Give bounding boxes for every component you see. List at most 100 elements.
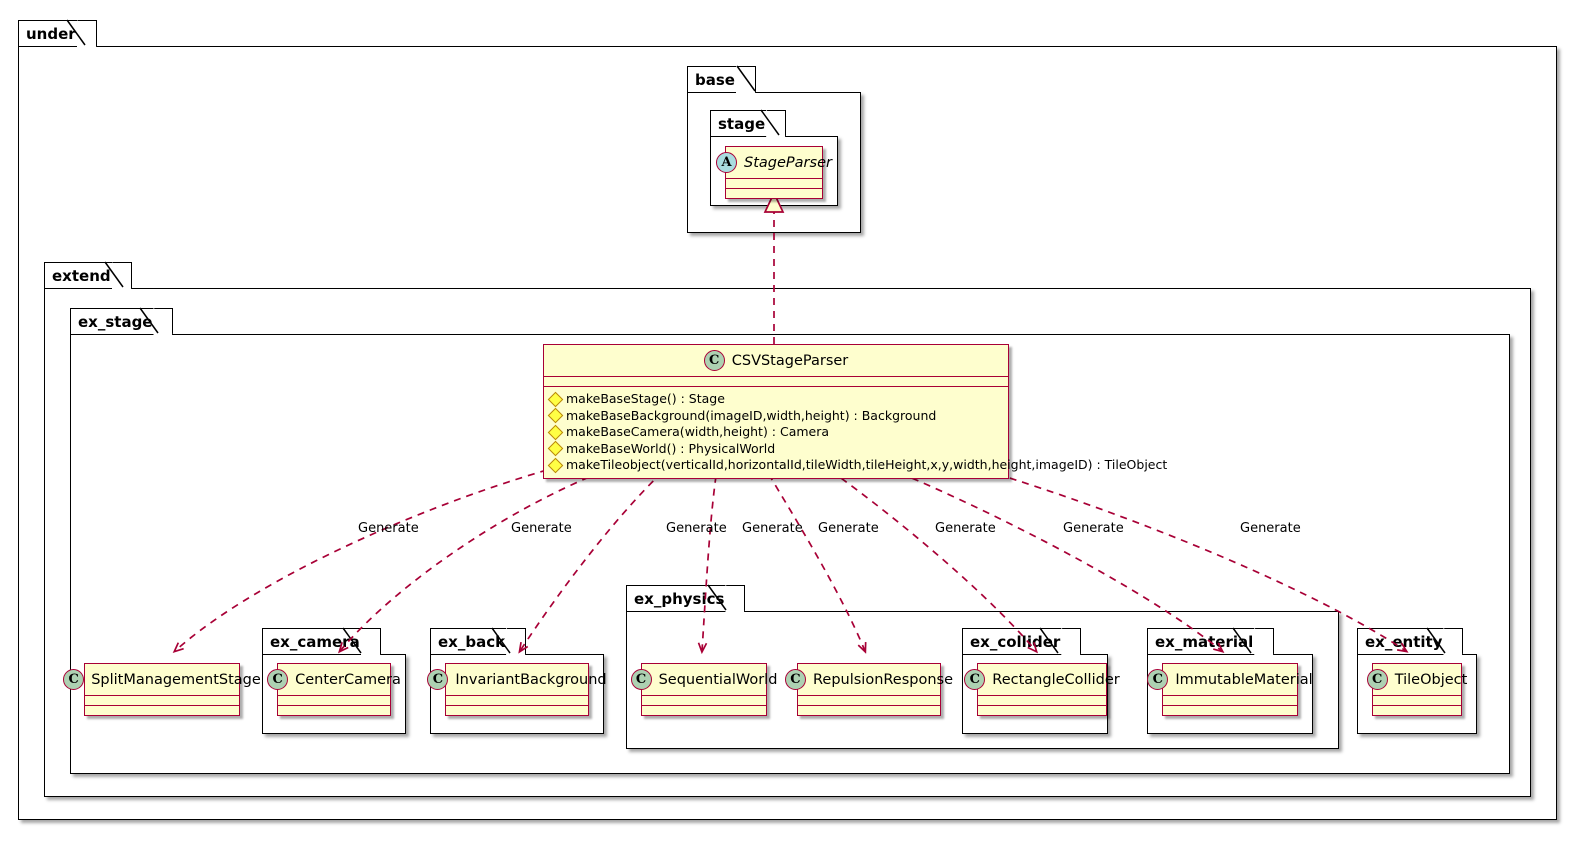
class-attributes-repulsion-response	[798, 696, 940, 706]
class-header-sequential-world: C SequentialWorld	[630, 664, 777, 696]
class-badge-icon: C	[630, 669, 652, 690]
class-badge-icon: C	[1366, 669, 1388, 690]
class-header-invariant-background: C InvariantBackground	[427, 664, 607, 696]
edge-label-generate: Generate	[1240, 521, 1301, 536]
package-tab-stage: stage	[710, 110, 787, 136]
method-signature: makeBaseStage() : Stage	[566, 391, 725, 406]
class-badge-icon: C	[427, 669, 449, 690]
package-tab-ex-entity: ex_entity	[1357, 628, 1464, 654]
package-label-ex-camera: ex_camera	[270, 632, 360, 651]
class-box-repulsion-response[interactable]: C RepulsionResponse	[784, 663, 953, 716]
class-badge-icon: C	[1147, 669, 1169, 690]
class-header-split-management-stage: C SplitManagementStage	[63, 664, 261, 696]
class-methods-immutable-material	[1163, 706, 1297, 715]
class-methods-csv-stage-parser: makeBaseStage() : Stage makeBaseBackgrou…	[544, 387, 1167, 478]
class-box-rectangle-collider[interactable]: C RectangleCollider	[964, 663, 1120, 716]
class-methods-repulsion-response	[798, 706, 940, 715]
package-tab-ex-collider: ex_collider	[962, 628, 1082, 654]
package-label-base: base	[695, 70, 735, 89]
class-header-repulsion-response: C RepulsionResponse	[784, 664, 953, 696]
class-box-center-camera[interactable]: C CenterCamera	[267, 663, 401, 716]
method-row: makeBaseWorld() : PhysicalWorld	[544, 441, 1008, 458]
class-attributes-immutable-material	[1163, 696, 1297, 706]
class-badge-icon: C	[267, 669, 289, 690]
edge-label-generate: Generate	[1063, 521, 1124, 536]
class-methods-rectangle-collider	[978, 706, 1106, 715]
protected-visibility-icon	[547, 407, 564, 424]
method-signature: makeBaseCamera(width,height) : Camera	[566, 424, 830, 439]
package-tab-ex-stage: ex_stage	[70, 308, 174, 334]
abstract-class-badge-icon: A	[716, 152, 738, 173]
class-name-center-camera: CenterCamera	[295, 671, 401, 688]
method-row: makeBaseStage() : Stage	[544, 391, 1008, 408]
package-tab-extend: extend	[44, 262, 132, 288]
protected-visibility-icon	[547, 424, 564, 441]
class-name-sequential-world: SequentialWorld	[658, 671, 778, 688]
class-name-stage-parser: StageParser	[744, 154, 832, 171]
class-name-tile-object: TileObject	[1394, 671, 1468, 688]
class-box-sequential-world[interactable]: C SequentialWorld	[630, 663, 777, 716]
package-tab-ex-material: ex_material	[1147, 628, 1275, 654]
package-label-ex-back: ex_back	[438, 632, 506, 651]
class-name-invariant-background: InvariantBackground	[455, 671, 607, 688]
package-label-under: under	[26, 24, 76, 43]
class-header-csv-stage-parser: C CSVStageParser	[544, 345, 1008, 377]
package-label-ex-physics: ex_physics	[634, 589, 725, 608]
method-signature: makeBaseBackground(imageID,width,height)…	[566, 407, 937, 423]
class-methods-split-management-stage	[85, 706, 239, 715]
class-box-invariant-background[interactable]: C InvariantBackground	[427, 663, 607, 716]
package-label-ex-stage: ex_stage	[78, 312, 153, 331]
class-header-immutable-material: C ImmutableMaterial	[1147, 664, 1313, 696]
class-methods-center-camera	[278, 706, 390, 715]
class-box-csv-stage-parser[interactable]: C CSVStageParser makeBaseStage() : Stage…	[543, 344, 1167, 479]
class-attributes-csv-stage-parser	[544, 377, 1008, 387]
protected-visibility-icon	[547, 391, 564, 408]
package-label-stage: stage	[718, 114, 766, 133]
class-attributes-split-management-stage	[85, 696, 239, 706]
class-name-immutable-material: ImmutableMaterial	[1175, 671, 1313, 688]
class-badge-icon: C	[964, 669, 986, 690]
package-label-ex-entity: ex_entity	[1365, 632, 1443, 651]
class-name-csv-stage-parser: CSVStageParser	[731, 352, 849, 369]
class-header-rectangle-collider: C RectangleCollider	[964, 664, 1120, 696]
class-attributes-stage-parser	[726, 179, 822, 189]
class-methods-tile-object	[1373, 706, 1461, 715]
class-header-center-camera: C CenterCamera	[267, 664, 401, 696]
edge-label-generate: Generate	[742, 521, 803, 536]
package-tab-ex-back: ex_back	[430, 628, 527, 654]
class-header-tile-object: C TileObject	[1366, 664, 1467, 696]
package-tab-ex-camera: ex_camera	[262, 628, 381, 654]
edge-label-generate: Generate	[818, 521, 879, 536]
method-row: makeBaseBackground(imageID,width,height)…	[544, 408, 1008, 425]
method-row: makeBaseCamera(width,height) : Camera	[544, 424, 1008, 441]
class-header-stage-parser: A StageParser	[716, 147, 832, 179]
edge-label-generate: Generate	[358, 521, 419, 536]
method-signature: makeBaseWorld() : PhysicalWorld	[566, 440, 776, 456]
class-badge-icon: C	[703, 350, 725, 371]
package-tab-ex-physics: ex_physics	[626, 585, 746, 611]
class-badge-icon: C	[63, 669, 85, 690]
class-box-tile-object[interactable]: C TileObject	[1366, 663, 1467, 716]
class-attributes-tile-object	[1373, 696, 1461, 706]
protected-visibility-icon	[547, 440, 564, 457]
class-name-repulsion-response: RepulsionResponse	[812, 671, 954, 688]
method-signature: makeTileobject(verticalId,horizontalId,t…	[566, 457, 1168, 472]
package-label-ex-material: ex_material	[1155, 632, 1254, 651]
class-box-immutable-material[interactable]: C ImmutableMaterial	[1147, 663, 1313, 716]
class-box-split-management-stage[interactable]: C SplitManagementStage	[63, 663, 261, 716]
protected-visibility-icon	[547, 457, 564, 474]
class-attributes-center-camera	[278, 696, 390, 706]
class-attributes-rectangle-collider	[978, 696, 1106, 706]
class-attributes-invariant-background	[446, 696, 588, 706]
class-badge-icon: C	[784, 669, 806, 690]
class-methods-sequential-world	[642, 706, 766, 715]
package-tab-under: under	[18, 20, 97, 46]
edge-label-generate: Generate	[666, 521, 727, 536]
package-tab-base: base	[687, 66, 756, 92]
class-attributes-sequential-world	[642, 696, 766, 706]
class-name-rectangle-collider: RectangleCollider	[992, 671, 1120, 688]
class-box-stage-parser[interactable]: A StageParser	[716, 146, 832, 199]
package-label-extend: extend	[52, 266, 111, 285]
edge-label-generate: Generate	[935, 521, 996, 536]
